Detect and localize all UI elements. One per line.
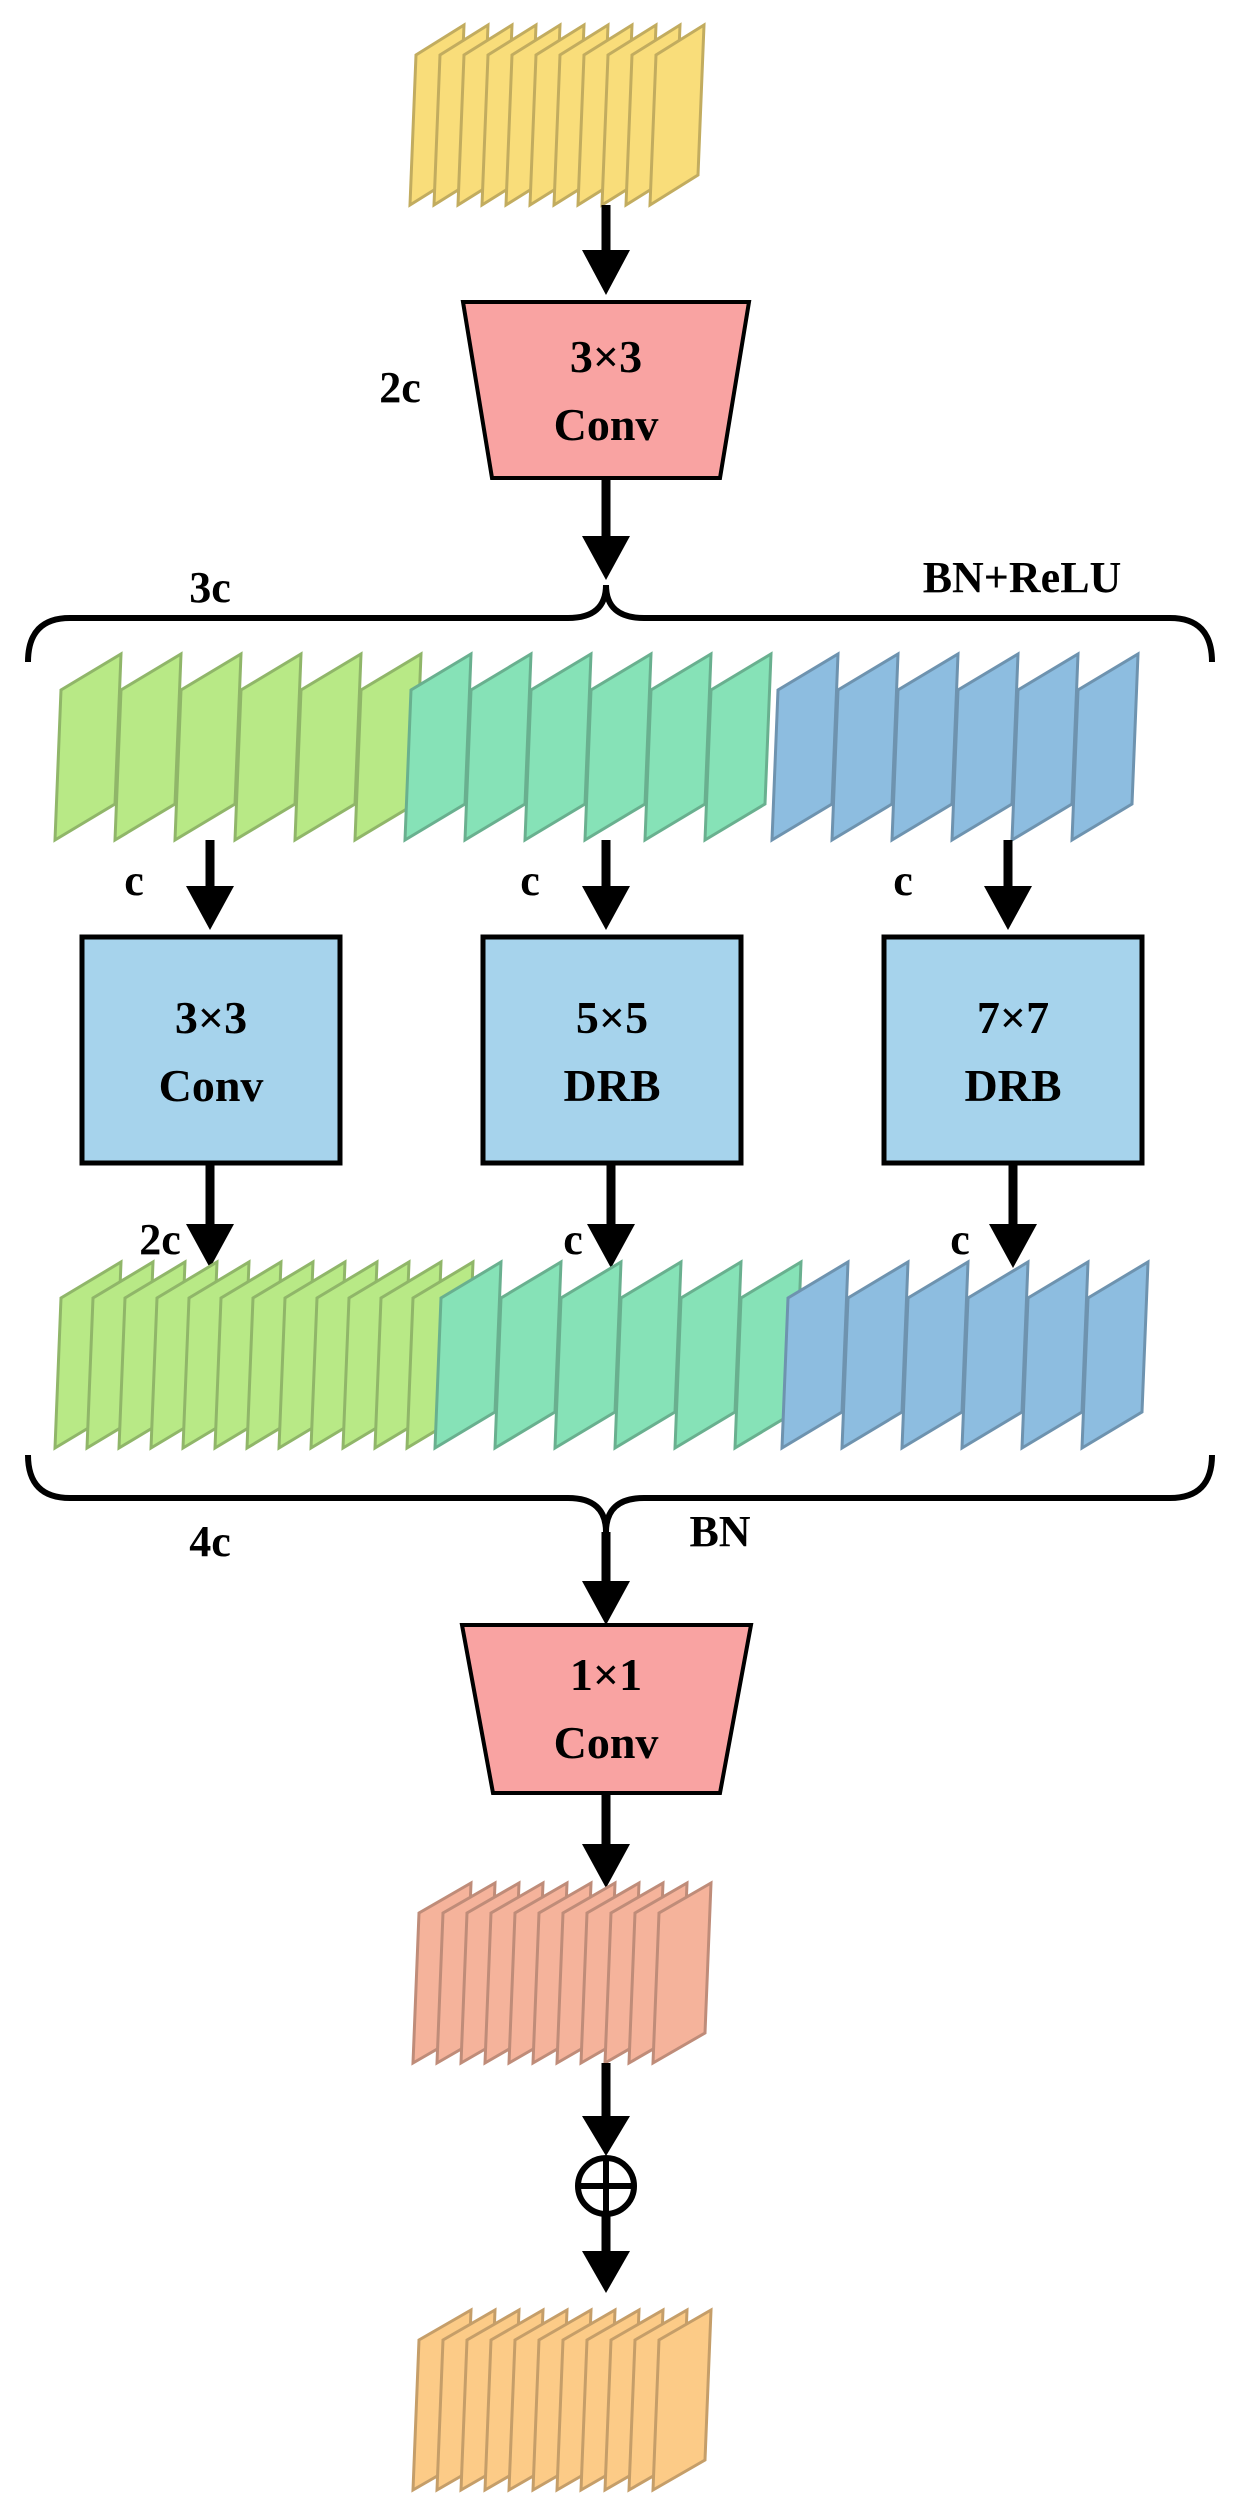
- concat-feature-map-teal: [673, 1259, 743, 1451]
- branch2-kernel-label: 5×5: [576, 992, 648, 1043]
- concat-feature-map-blue: [900, 1259, 970, 1451]
- concat-feature-map-teal: [553, 1259, 623, 1451]
- final-feature-maps: [411, 2307, 713, 2493]
- conv-out-type-label: Conv: [554, 1717, 659, 1768]
- conv-1x1-output-block: 1×1 Conv: [459, 1623, 754, 1795]
- split-feature-map-green: [53, 651, 123, 843]
- residual-add-icon: [575, 2155, 637, 2217]
- concat-feature-map-blue: [840, 1259, 910, 1451]
- input-feature-maps: [408, 22, 706, 208]
- branch3-in-label: c: [893, 856, 913, 905]
- concat-feature-map-blue: [1080, 1259, 1150, 1451]
- concat-feature-map-teal: [613, 1259, 683, 1451]
- split-channels-label: 3c: [189, 563, 231, 612]
- concat-feature-map-teal: [493, 1259, 563, 1451]
- branch1-in-label: c: [124, 856, 144, 905]
- split-feature-map-blue: [890, 651, 960, 843]
- branch3-drb-7x7-block: 7×7 DRB: [881, 934, 1145, 1166]
- output-feature-map: [651, 1880, 713, 2066]
- split-brace: [25, 584, 1215, 663]
- split-norm-label: BN+ReLU: [923, 553, 1122, 602]
- branch-input-arrows: [186, 840, 1032, 930]
- branch3-out-label: c: [950, 1215, 970, 1264]
- final-feature-map: [651, 2307, 713, 2493]
- concat-feature-map-teal: [433, 1259, 503, 1451]
- split-feature-map-green: [293, 651, 363, 843]
- branch1-kernel-label: 3×3: [175, 992, 247, 1043]
- arrow-conv-to-split: [582, 478, 630, 580]
- output-feature-maps: [411, 1880, 713, 2066]
- arrow-output-to-add: [582, 2063, 630, 2156]
- concat-feature-map-blue: [960, 1259, 1030, 1451]
- split-feature-map-teal: [463, 651, 533, 843]
- branch1-out-label: 2c: [139, 1215, 181, 1264]
- conv-in-kernel-label: 3×3: [570, 331, 642, 382]
- split-feature-map-teal: [643, 651, 713, 843]
- concatenated-feature-maps: [53, 1259, 1150, 1451]
- split-feature-map-blue: [950, 651, 1020, 843]
- concat-norm-label: BN: [689, 1507, 750, 1556]
- split-feature-map-blue: [770, 651, 840, 843]
- branch3-kernel-label: 7×7: [977, 992, 1049, 1043]
- arrow-concat-to-conv: [582, 1532, 630, 1625]
- conv-out-kernel-label: 1×1: [570, 1649, 642, 1700]
- branch1-conv-3x3-block: 3×3 Conv: [79, 934, 343, 1166]
- split-feature-map-green: [173, 651, 243, 843]
- split-feature-map-blue: [1010, 651, 1080, 843]
- branch2-out-label: c: [563, 1215, 583, 1264]
- conv-in-type-label: Conv: [554, 399, 659, 450]
- conv-3x3-input-block: 3×3 Conv: [460, 300, 752, 480]
- arrow-add-to-final: [582, 2214, 630, 2293]
- conv-in-channels-label: 2c: [379, 363, 421, 412]
- branch2-in-label: c: [520, 856, 540, 905]
- input-feature-map: [648, 22, 706, 208]
- arrow-conv-to-output: [582, 1793, 630, 1888]
- branch-output-arrows: [186, 1163, 1037, 1268]
- arrow-input-to-conv: [582, 205, 630, 295]
- concat-feature-map-blue: [780, 1259, 850, 1451]
- split-feature-map-teal: [583, 651, 653, 843]
- split-feature-map-teal: [403, 651, 473, 843]
- branch3-type-label: DRB: [964, 1060, 1061, 1111]
- split-feature-map-teal: [703, 651, 773, 843]
- split-feature-map-green: [353, 651, 423, 843]
- branch1-type-label: Conv: [159, 1060, 264, 1111]
- split-feature-map-green: [233, 651, 303, 843]
- branch2-drb-5x5-block: 5×5 DRB: [480, 934, 744, 1166]
- split-feature-map-blue: [1070, 651, 1140, 843]
- split-feature-map-green: [113, 651, 183, 843]
- concat-channels-label: 4c: [189, 1517, 231, 1566]
- concat-feature-map-blue: [1020, 1259, 1090, 1451]
- split-feature-maps: [53, 651, 1140, 843]
- split-feature-map-teal: [523, 651, 593, 843]
- split-feature-map-blue: [830, 651, 900, 843]
- branch2-type-label: DRB: [563, 1060, 660, 1111]
